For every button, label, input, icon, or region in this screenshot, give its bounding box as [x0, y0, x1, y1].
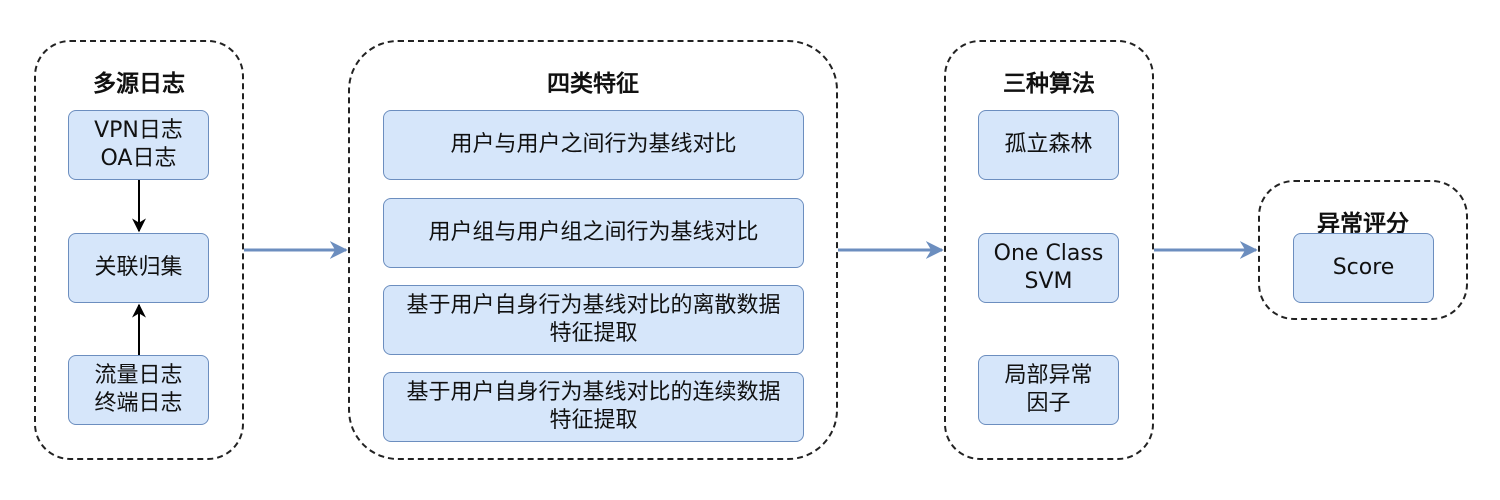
node-user-vs-user-baseline[interactable]: 用户与用户之间行为基线对比: [383, 110, 804, 180]
group-title-anomaly-score: 异常评分: [1317, 211, 1409, 237]
group-title-three-algorithms: 三种算法: [1003, 71, 1095, 97]
group-anomaly-score: 异常评分: [1258, 180, 1468, 320]
node-vpn-oa-logs[interactable]: VPN日志 OA日志: [68, 110, 209, 180]
group-title-multi-source-logs: 多源日志: [93, 71, 185, 97]
group-four-feature-types: 四类特征: [348, 40, 838, 460]
node-continuous-feature-extraction[interactable]: 基于用户自身行为基线对比的连续数据 特征提取: [383, 372, 804, 442]
node-local-outlier-factor[interactable]: 局部异常 因子: [978, 355, 1119, 425]
group-three-algorithms: 三种算法: [944, 40, 1154, 460]
node-isolation-forest[interactable]: 孤立森林: [978, 110, 1119, 180]
node-traffic-terminal-logs[interactable]: 流量日志 终端日志: [68, 355, 209, 425]
node-one-class-svm[interactable]: One Class SVM: [978, 233, 1119, 303]
group-title-four-feature-types: 四类特征: [547, 71, 639, 97]
node-correlation-aggregation[interactable]: 关联归集: [68, 233, 209, 303]
group-multi-source-logs: 多源日志: [34, 40, 244, 460]
node-score[interactable]: Score: [1293, 233, 1434, 303]
node-group-vs-group-baseline[interactable]: 用户组与用户组之间行为基线对比: [383, 198, 804, 268]
node-discrete-feature-extraction[interactable]: 基于用户自身行为基线对比的离散数据 特征提取: [383, 285, 804, 355]
